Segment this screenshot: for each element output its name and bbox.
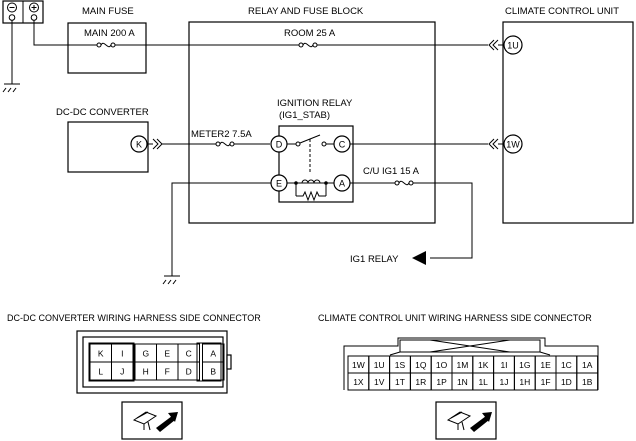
dcdc-connector-pin-label: I (121, 349, 123, 359)
cu-connector-pin-label: 1R (415, 377, 426, 387)
cu-connector-pin-label: 1O (436, 360, 448, 370)
dcdc-connector-title: DC-DC CONVERTER WIRING HARNESS SIDE CONN… (7, 313, 261, 323)
main-fuse-rating: MAIN 200 A (84, 28, 135, 39)
cu-connector-pin-label: 1B (582, 377, 593, 387)
cu-connector-pin-label: 1F (541, 377, 551, 387)
ig1-relay-label: IG1 RELAY (350, 254, 399, 265)
climate-unit-title: CLIMATE CONTROL UNIT (505, 6, 619, 17)
relay-block-title: RELAY AND FUSE BLOCK (248, 6, 364, 17)
dcdc-connector-cell (111, 361, 134, 381)
relay-terminal-e-label: E (276, 179, 282, 189)
dcdc-connector-pin-label: E (164, 349, 170, 359)
connector-chevron-icon (488, 39, 499, 51)
connector-chevron-icon (488, 138, 499, 150)
terminal-1u-label: 1U (507, 41, 519, 51)
terminal-k-label: K (136, 140, 142, 150)
dcdc-connector-pin-label: B (210, 367, 216, 377)
dcdc-connector-pin-label: F (165, 367, 170, 377)
dcdc-connector-pin-label: K (98, 349, 104, 359)
cu-connector-pin-label: 1V (374, 377, 385, 387)
cu-connector-pin-label: 1D (561, 377, 572, 387)
dcdc-connector-pin-label: D (186, 367, 192, 377)
cu-connector-pin-label: 1T (395, 377, 405, 387)
climate-control-unit (502, 21, 634, 224)
dcdc-connector-pin-label: H (143, 367, 149, 377)
cu-connector-pin-label: 1G (519, 360, 530, 370)
cu-connector-pin-label: 1J (500, 377, 509, 387)
ground-icon (2, 83, 20, 93)
dcdc-connector-pin-label: G (142, 349, 149, 359)
relay-terminal-d-label: D (276, 140, 283, 150)
connector-chevron-icon (152, 138, 163, 150)
battery (2, 0, 44, 24)
resistor-icon (296, 190, 326, 202)
room-fuse-label: ROOM 25 A (284, 28, 336, 39)
dcdc-connector-pin-label: L (98, 367, 103, 377)
dcdc-connector-pin-label: C (186, 349, 192, 359)
cu-connector-pin-label: 1P (436, 377, 447, 387)
terminal-1w-label: 1W (506, 140, 520, 150)
cu-connector-pin-label: 1S (395, 360, 406, 370)
dcdc-connector-cell (177, 361, 200, 381)
cu-connector-pin-label: 1I (500, 360, 507, 370)
cu-connector-title: CLIMATE CONTROL UNIT WIRING HARNESS SIDE… (318, 313, 592, 323)
relay-terminal-a-label: A (339, 179, 345, 189)
terminal-1u (503, 35, 523, 55)
arrow-icon (412, 251, 426, 265)
cu-connector-pin-label: 1U (374, 360, 385, 370)
cu-connector-pin-label: 1N (457, 377, 468, 387)
dcdc-connector-pin-label: J (120, 367, 124, 377)
cu-connector-face (343, 337, 599, 390)
cu-connector-pin-label: 1A (582, 360, 593, 370)
cu-connector-pin-label: 1X (353, 377, 364, 387)
ignition-relay-title: IGNITION RELAY (277, 98, 353, 109)
relay-terminal-c-label: C (339, 140, 346, 150)
dcdc-connector-cell (202, 361, 225, 381)
cu-ig1-fuse-label: C/U IG1 15 A (363, 166, 420, 177)
cu-connector-pin-label: 1C (561, 360, 572, 370)
main-fuse-box (67, 22, 147, 74)
meter2-fuse-label: METER2 7.5A (191, 129, 252, 140)
cu-connector-cell (576, 372, 599, 391)
connector-view-icon (121, 401, 183, 440)
cu-connector-pin-label: 1M (456, 360, 468, 370)
main-fuse-title: MAIN FUSE (82, 6, 134, 17)
cu-connector-pin-label: 1E (540, 360, 551, 370)
dcdc-connector-pin-label: A (210, 349, 216, 359)
ignition-relay-subtitle: (IG1_STAB) (279, 110, 330, 121)
dcdc-title: DC-DC CONVERTER (56, 107, 149, 118)
ground-icon (162, 275, 180, 285)
relay-coil-icon (301, 179, 321, 184)
cu-connector-pin-label: 1H (519, 377, 530, 387)
cu-connector-pin-label: 1W (352, 360, 365, 370)
connector-view-icon (435, 401, 497, 440)
cu-connector-pin-label: 1K (478, 360, 489, 370)
cu-connector-pin-label: 1L (478, 377, 488, 387)
cu-connector-pin-label: 1Q (415, 360, 427, 370)
